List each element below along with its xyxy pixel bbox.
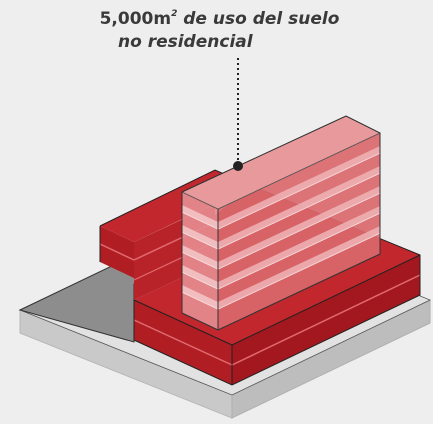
annotation-leader	[233, 58, 243, 171]
annotation-text-1: de uso del suelo	[177, 9, 340, 29]
annotation-label: 5,000m2 de uso del suelo no residencial	[0, 8, 433, 54]
annotation-value: 5,000m	[99, 9, 172, 29]
annotation-superscript: 2	[171, 9, 178, 19]
annotation-line-2: no residencial	[118, 32, 253, 52]
annotation-line-1: 5,000m2 de uso del suelo	[0, 8, 433, 31]
tower	[181, 115, 381, 331]
leader-dot	[233, 161, 243, 171]
